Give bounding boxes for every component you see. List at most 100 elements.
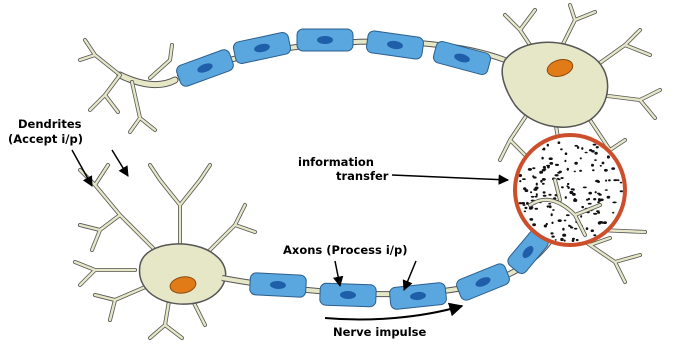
neurotransmitter-dot: [543, 166, 546, 169]
neurotransmitter-dot: [605, 189, 608, 191]
neurotransmitter-dot: [519, 202, 523, 204]
bottom-left-neuron: [75, 165, 255, 338]
neurotransmitter-dot: [593, 234, 596, 236]
neurotransmitter-dot: [600, 165, 602, 167]
neurotransmitter-dot: [565, 152, 568, 155]
neurotransmitter-dot: [542, 178, 546, 181]
neurotransmitter-dot: [551, 213, 553, 216]
neurotransmitter-dot: [564, 160, 566, 162]
neurotransmitter-dot: [594, 159, 597, 161]
neurotransmitter-dot: [560, 238, 564, 241]
axons-label-text: Axons (Process i/p): [283, 243, 407, 257]
neurotransmitter-dot: [597, 212, 600, 214]
neurotransmitter-dot: [555, 239, 557, 241]
neurotransmitter-dot: [523, 204, 526, 206]
neurotransmitter-dot: [524, 207, 527, 209]
neurotransmitter-dot: [544, 225, 547, 228]
neurotransmitter-dot: [567, 183, 569, 185]
neurotransmitter-dot: [539, 171, 541, 174]
neurotransmitter-dot: [565, 196, 567, 199]
neurotransmitter-dot: [561, 177, 564, 179]
neurotransmitter-dot: [574, 145, 578, 147]
neurotransmitter-dot: [566, 214, 570, 216]
neurotransmitter-dot: [551, 222, 553, 225]
neurotransmitter-dot: [598, 198, 601, 201]
neurotransmitter-dot: [602, 162, 605, 165]
neurotransmitter-dot: [573, 188, 575, 191]
neurotransmitter-dot: [542, 183, 545, 185]
neurotransmitter-dot: [523, 187, 526, 190]
neurotransmitter-dot: [595, 191, 597, 193]
neurotransmitter-dot: [542, 149, 545, 151]
neurotransmitter-dot: [543, 195, 547, 197]
neurotransmitter-dot: [574, 228, 577, 230]
dendrites-arrow-2: [112, 150, 128, 176]
info-transfer-label: information transfer: [298, 155, 508, 183]
neurotransmitter-dot: [611, 167, 615, 170]
neurotransmitter-dot: [558, 219, 562, 222]
neurotransmitter-dot: [591, 229, 594, 232]
neurotransmitter-dot: [555, 174, 559, 176]
neurotransmitter-dot: [561, 186, 564, 188]
neurotransmitter-dot: [588, 203, 592, 205]
neurotransmitter-dot: [557, 172, 561, 174]
neurotransmitter-dot: [574, 198, 576, 200]
neurotransmitter-dot: [574, 162, 578, 165]
dendrites-label-line2: (Accept i/p): [8, 132, 83, 146]
neurotransmitter-dot: [557, 178, 559, 180]
neurotransmitter-dot: [620, 182, 623, 184]
neurotransmitter-dot: [562, 228, 564, 231]
neurotransmitter-dot: [529, 208, 533, 210]
neurotransmitter-dot: [591, 164, 594, 167]
neurotransmitter-dot: [596, 146, 599, 148]
neurotransmitter-dot: [593, 144, 597, 146]
neurotransmitter-dot: [585, 152, 588, 154]
nerve-impulse-text: Nerve impulse: [333, 325, 427, 339]
axons-arrow-1: [335, 261, 340, 286]
neurotransmitter-dot: [540, 180, 542, 183]
neurotransmitter-dot: [581, 206, 584, 208]
neurotransmitter-dot: [558, 141, 561, 144]
neurotransmitter-dot: [593, 213, 597, 215]
bottom-myelin-sheath: [249, 228, 550, 310]
neurotransmitter-dot: [583, 187, 587, 189]
dendrites-label-line1: Dendrites: [18, 117, 82, 131]
nerve-impulse-label: Nerve impulse: [325, 306, 462, 339]
neurotransmitter-dot: [543, 191, 546, 193]
neurotransmitter-dot: [593, 198, 596, 200]
dendrites-arrow-1: [72, 150, 92, 186]
neurotransmitter-dot: [607, 155, 610, 158]
neurotransmitter-dot: [588, 192, 592, 195]
neurotransmitter-dot: [608, 179, 611, 181]
neurotransmitter-dot: [541, 157, 543, 160]
neurotransmitter-dot: [529, 218, 533, 221]
neurotransmitter-dot: [528, 168, 532, 171]
neurotransmitter-dot: [532, 167, 535, 169]
neurotransmitter-dot: [524, 211, 526, 213]
neurotransmitter-dot: [594, 152, 597, 155]
neurotransmitter-dot: [579, 170, 582, 172]
neurotransmitter-dot: [586, 227, 589, 230]
neurotransmitter-dot: [560, 148, 563, 150]
neurotransmitter-dot: [535, 208, 539, 210]
neurotransmitter-dot: [576, 239, 579, 241]
info-label-line1: information: [298, 155, 374, 169]
neurotransmitter-dot: [548, 194, 551, 196]
neurotransmitter-dot: [564, 240, 566, 242]
neurotransmitter-dot: [605, 180, 607, 182]
neurotransmitter-dot: [549, 157, 553, 160]
neurotransmitter-dot: [531, 196, 535, 198]
neurotransmitter-dot: [532, 223, 536, 226]
dendrites-label: Dendrites (Accept i/p): [8, 117, 128, 186]
neurotransmitter-dot: [564, 220, 567, 222]
neurotransmitter-dot: [581, 147, 583, 150]
neurotransmitter-dot: [592, 169, 595, 171]
neurotransmitter-dot: [519, 180, 521, 182]
info-label-line2: transfer: [336, 169, 389, 183]
neurotransmitter-dot: [613, 179, 617, 181]
neurotransmitter-dot: [620, 190, 623, 192]
neurotransmitter-dot: [580, 215, 582, 218]
neurotransmitter-dot: [535, 196, 538, 198]
